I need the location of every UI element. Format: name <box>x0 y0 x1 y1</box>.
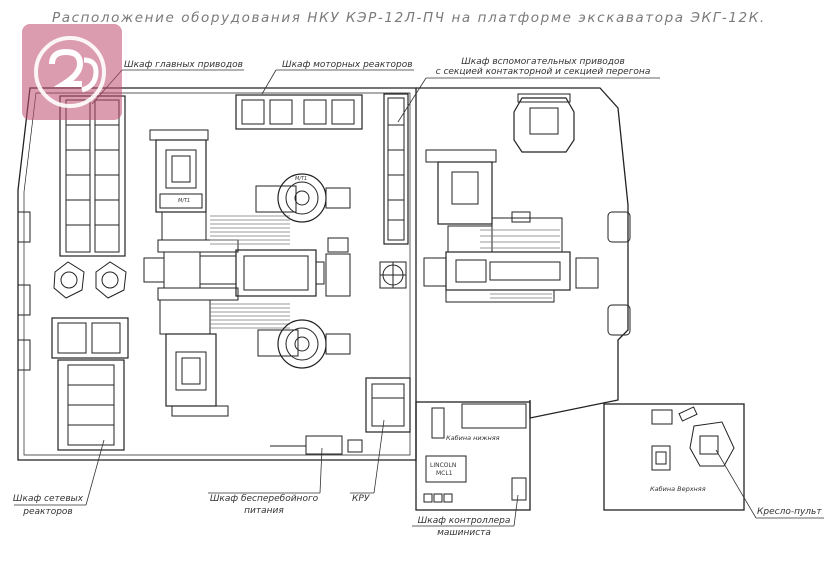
label-controller-line1: Шкаф контроллера <box>417 516 511 526</box>
aux-drives-cabinet <box>383 93 409 245</box>
label-cabin-lower: Кабина нижняя <box>446 434 500 442</box>
network-reactors-cabinet <box>51 317 129 451</box>
label-ups-line1: Шкаф бесперебойного <box>209 494 319 504</box>
label-network-reactors-line2: реакторов <box>23 507 73 517</box>
label-lincoln-model: MCL1 <box>436 470 453 477</box>
label-kru: КРУ <box>352 494 370 504</box>
motor-reactors-cabinet <box>235 94 363 130</box>
label-motor-reactors: Шкаф моторных реакторов <box>282 60 413 70</box>
label-ups-line2: питания <box>244 506 284 516</box>
aux-machinery <box>423 93 599 303</box>
main-machinery <box>143 129 407 417</box>
label-main-drives: Шкаф главных приводов <box>124 60 243 70</box>
upper-cabin <box>603 403 745 511</box>
label-aux-drives-line1: Шкаф вспомогательных приводов <box>461 57 625 67</box>
label-generator-tag: M/T1 <box>295 176 308 182</box>
kru-cabinet <box>365 377 411 433</box>
label-lincoln: LINCOLN <box>430 462 457 469</box>
label-chair-console: Кресло-пульт <box>757 507 822 517</box>
label-cabin-upper: Кабина Верхняя <box>650 485 706 493</box>
label-aux-drives-line2: с секцией контакторной и секцией перегон… <box>435 67 651 77</box>
diagram-title: Расположение оборудования НКУ КЭР-12Л-ПЧ… <box>52 10 766 26</box>
company-logo <box>22 24 122 120</box>
ups-cabinet <box>270 435 363 455</box>
label-network-reactors-line1: Шкаф сетевых <box>12 494 84 504</box>
label-motor-tag: M/T1 <box>178 198 191 204</box>
cooling-fans <box>53 261 127 299</box>
platform-outline <box>17 87 631 461</box>
leader-lines <box>14 69 824 527</box>
label-controller-line2: машиниста <box>437 528 491 538</box>
main-drives-cabinet <box>59 95 126 257</box>
lower-cabin <box>415 401 531 511</box>
